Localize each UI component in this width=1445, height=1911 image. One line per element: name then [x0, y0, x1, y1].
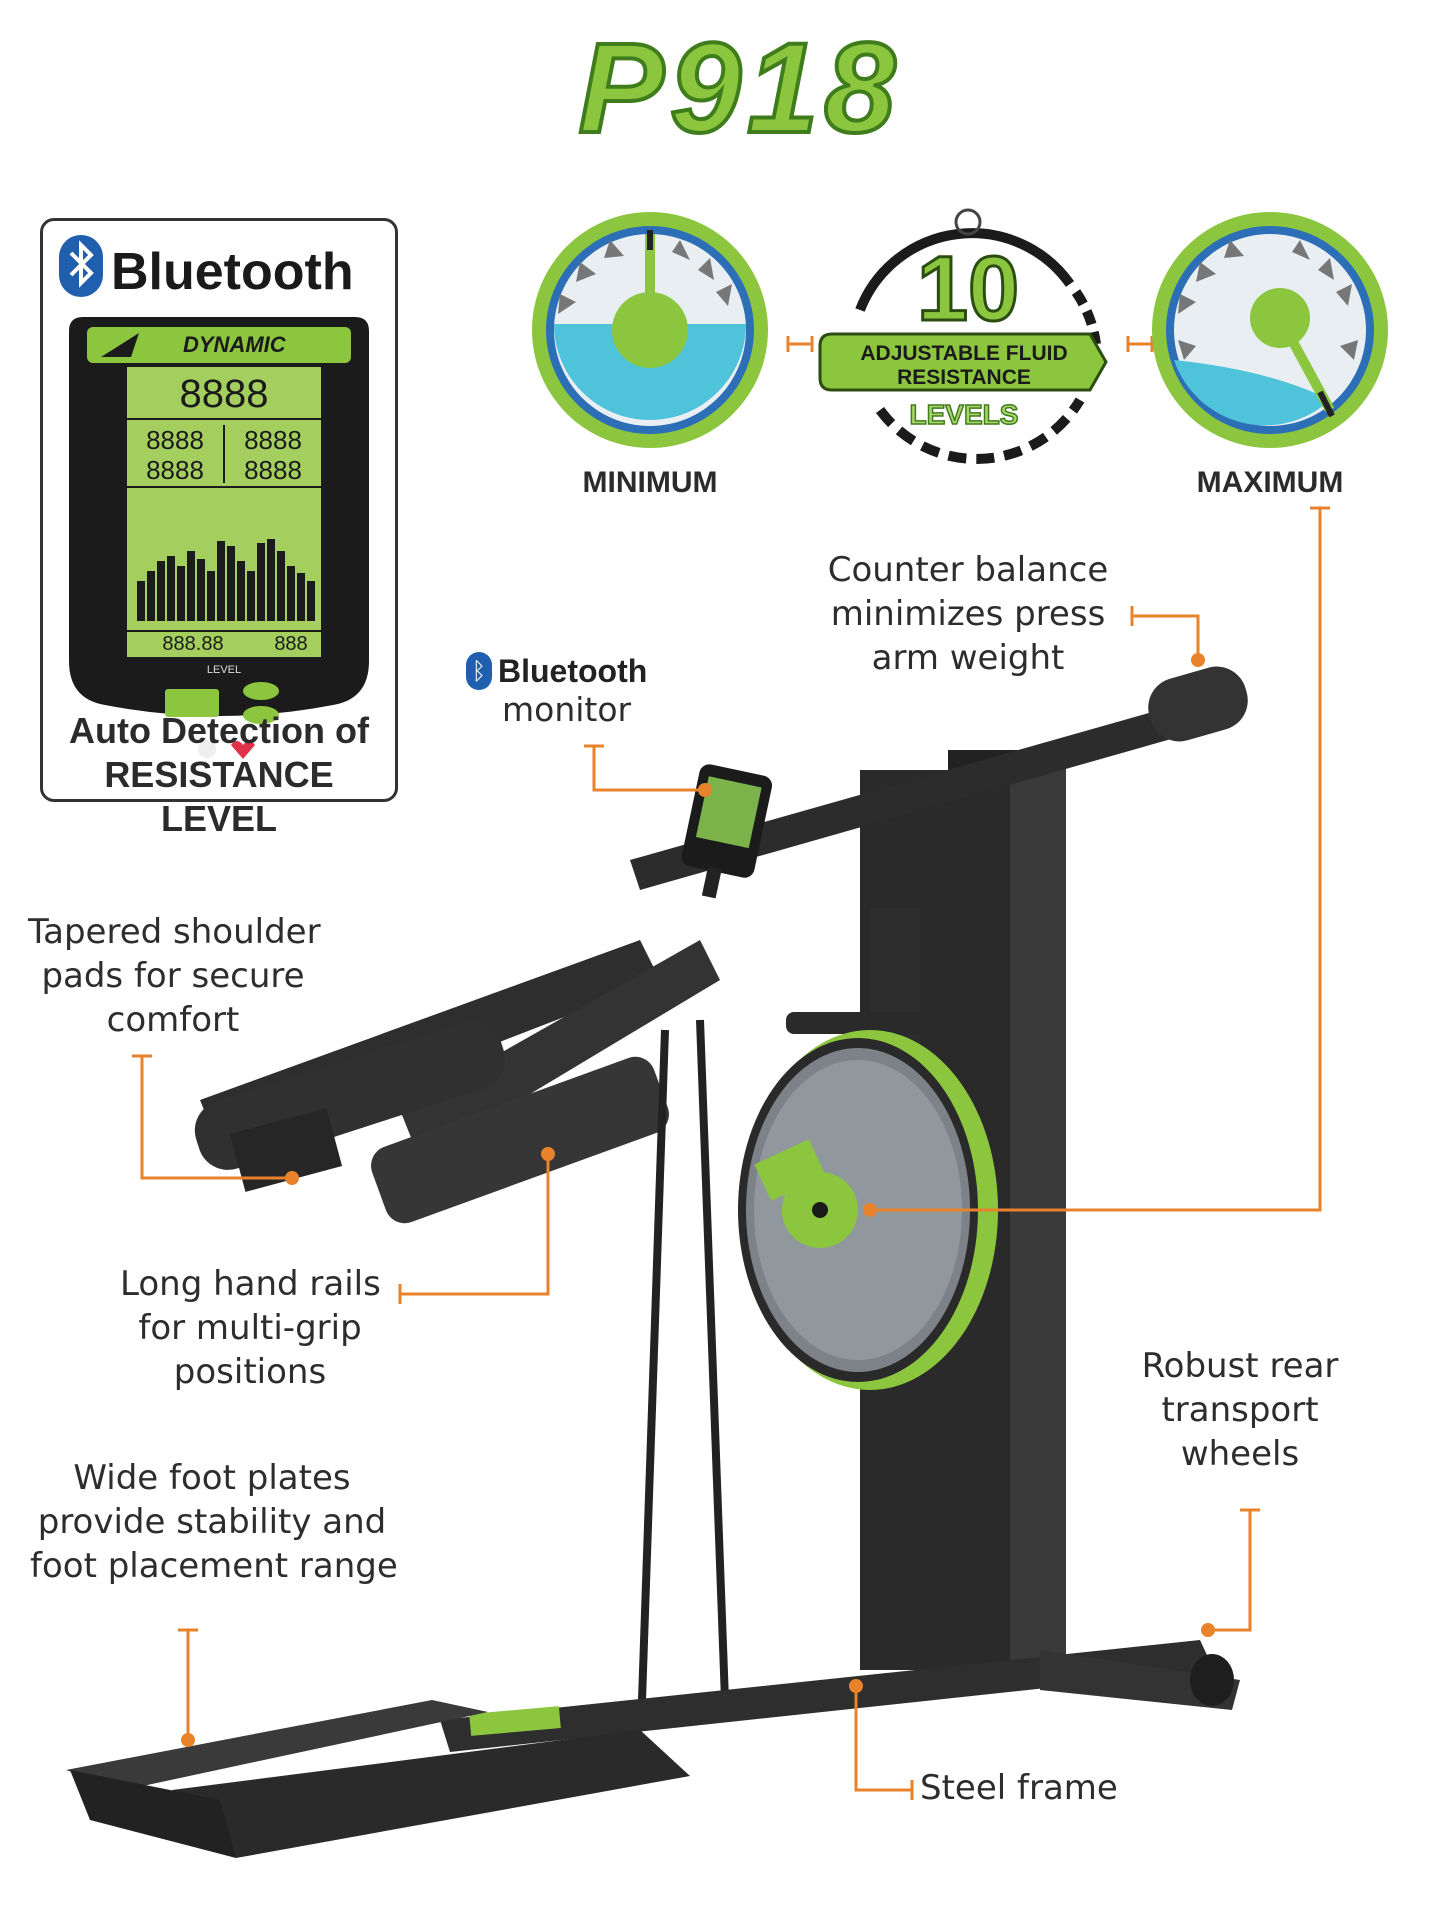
rear-wheels-line3: wheels	[1180, 1434, 1300, 1474]
brand-logo-icon	[101, 333, 139, 357]
cable-left	[638, 1029, 669, 1701]
lcd-top-readout: 8888	[180, 372, 269, 416]
shoulder-pads-line1: Tapered shoulder	[28, 912, 321, 952]
callout-steel-frame: Steel frame	[920, 1766, 1118, 1810]
bluetooth-monitor-brand: Bluetooth	[498, 652, 648, 689]
up-button	[243, 682, 279, 700]
foot-plates	[66, 1700, 690, 1858]
console-panel: Bluetooth DYNAMIC 8888 8888 8888 8888 88…	[40, 218, 398, 839]
lcd-bar-graph	[137, 539, 315, 621]
console-caption-line2: RESISTANCE LEVEL	[104, 754, 334, 839]
lcd-row1-left: 8888	[146, 425, 204, 455]
bluetooth-monitor	[681, 764, 773, 899]
callout-bluetooth-monitor: ᛒ Bluetooth monitor	[466, 652, 666, 730]
steel-frame-line1: Steel frame	[920, 1768, 1118, 1808]
down-button	[243, 706, 279, 724]
foot-plates-line3: foot placement range	[30, 1546, 398, 1586]
rear-wheels-line2: transport	[1161, 1390, 1319, 1430]
bluetooth-monitor-text: monitor	[502, 690, 632, 729]
rear-wheels-line1: Robust rear	[1141, 1346, 1339, 1386]
level-count: 10	[917, 238, 1019, 340]
badge-top-icon	[954, 208, 982, 236]
shoulder-pads-line3: comfort	[106, 1000, 240, 1040]
base-frame	[440, 1640, 1240, 1752]
minimum-dial	[532, 212, 768, 448]
product-title-text: P918	[579, 20, 902, 160]
minimum-label: MINIMUM	[583, 466, 718, 499]
levels-badge: 10 ADJUSTABLE FLUID RESISTANCE LEVELS	[818, 208, 1108, 464]
callout-foot-plates: Wide foot plates provide stability and f…	[30, 1456, 398, 1588]
callout-hand-rails: Long hand rails for multi-grip positions	[120, 1262, 381, 1394]
counter-balance-line2: minimizes press	[830, 594, 1106, 634]
shoulder-pads-line2: pads for secure	[41, 956, 305, 996]
heart-rate-icon	[231, 741, 255, 759]
badge-line3: LEVELS	[910, 399, 1019, 430]
maximum-label: MAXIMUM	[1197, 466, 1344, 499]
callout-shoulder-pads: Tapered shoulder pads for secure comfort	[28, 910, 321, 1042]
rear-wheel	[1190, 1654, 1234, 1706]
counter-balance-line3: arm weight	[871, 638, 1065, 678]
bluetooth-small-icon	[198, 740, 216, 758]
foot-plates-line1: Wide foot plates	[73, 1458, 351, 1498]
callout-rear-wheels: Robust rear transport wheels	[1120, 1344, 1360, 1476]
press-arm	[194, 666, 1248, 1224]
console-illustration: Bluetooth DYNAMIC 8888 8888 8888 8888 88…	[59, 235, 369, 759]
lcd-row1-right: 8888	[244, 425, 302, 455]
bluetooth-monitor-icon: ᛒ	[466, 652, 492, 690]
lcd-row2-right: 8888	[244, 455, 302, 485]
product-title: P918	[577, 20, 902, 160]
cable-right	[696, 1019, 729, 1701]
badge-line2: RESISTANCE	[897, 366, 1031, 389]
console-caption-line1: Auto Detection of	[69, 710, 369, 751]
hand-rails-line1: Long hand rails	[120, 1264, 381, 1304]
maximum-dial	[1152, 212, 1388, 448]
callout-counter-balance: Counter balance minimizes press arm weig…	[818, 548, 1118, 680]
foot-plates-line2: provide stability and	[37, 1502, 387, 1542]
bluetooth-label: Bluetooth	[111, 243, 354, 301]
lcd-bottom-right: 888	[274, 633, 307, 655]
lcd-row2-left: 8888	[146, 455, 204, 485]
counter-balance-line1: Counter balance	[827, 550, 1109, 590]
callout-lines	[132, 506, 1330, 1800]
lcd-bottom-left: 888.88	[162, 633, 223, 655]
resistance-graphic: MINIMUM 10 ADJUSTABLE FLUID RESISTANCE L…	[532, 208, 1388, 499]
badge-line1: ADJUSTABLE FLUID	[860, 342, 1067, 365]
bluetooth-icon	[59, 235, 103, 297]
console-brand-text: DYNAMIC	[183, 332, 287, 357]
level-label: LEVEL	[207, 664, 241, 676]
hand-rails-line2: for multi-grip	[138, 1308, 362, 1348]
reset-display	[165, 689, 219, 717]
hand-rails-line3: positions	[173, 1352, 327, 1392]
